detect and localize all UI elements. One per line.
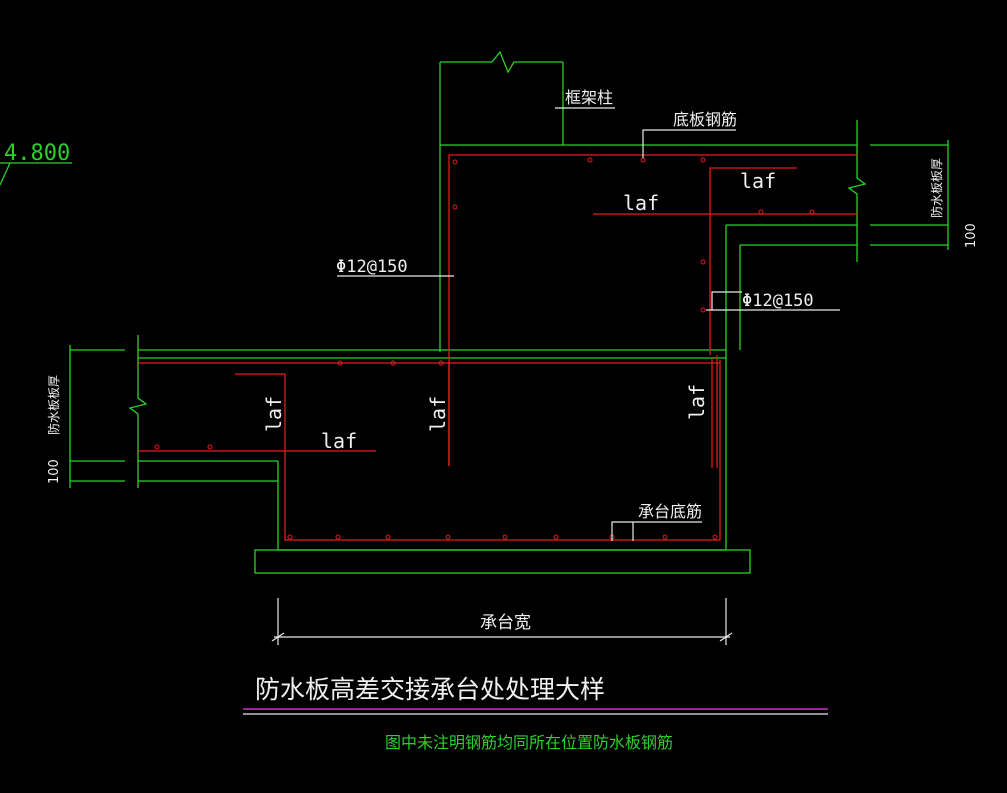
concrete-outline [0, 50, 949, 574]
laf-label-4: laf [262, 396, 286, 432]
laf-label-6: laf [685, 384, 709, 420]
laf-label-2: laf [623, 191, 659, 215]
rebar-dots [154, 157, 815, 540]
cap-width-label: 承台宽 [480, 613, 531, 633]
rebar-lines [138, 154, 857, 541]
rebar-spec-right: Φ12@150 [742, 291, 814, 311]
detail-note: 图中未注明钢筋均同所在位置防水板钢筋 [385, 733, 673, 752]
cap-bottom-rebar-label: 承台底筋 [638, 502, 702, 521]
column-label: 框架柱 [565, 88, 613, 107]
laf-label-1: laf [740, 169, 776, 193]
annotation-leaders [243, 107, 840, 715]
laf-label-3: laf [321, 429, 357, 453]
detail-title: 防水板高差交接承台处处理大样 [255, 675, 605, 704]
waterproof-thickness-left: 防水板板厚 [46, 375, 61, 435]
waterproof-thickness-right: 防水板板厚 [929, 158, 944, 218]
laf-label-5: laf [426, 396, 450, 432]
dim-100-left: 100 [47, 459, 62, 484]
elevation-label: 4.800 [4, 141, 70, 166]
bottom-slab-rebar-label: 底板钢筋 [673, 110, 737, 129]
dim-100-right: 100 [964, 223, 979, 248]
rebar-spec-left: Φ12@150 [336, 257, 408, 277]
